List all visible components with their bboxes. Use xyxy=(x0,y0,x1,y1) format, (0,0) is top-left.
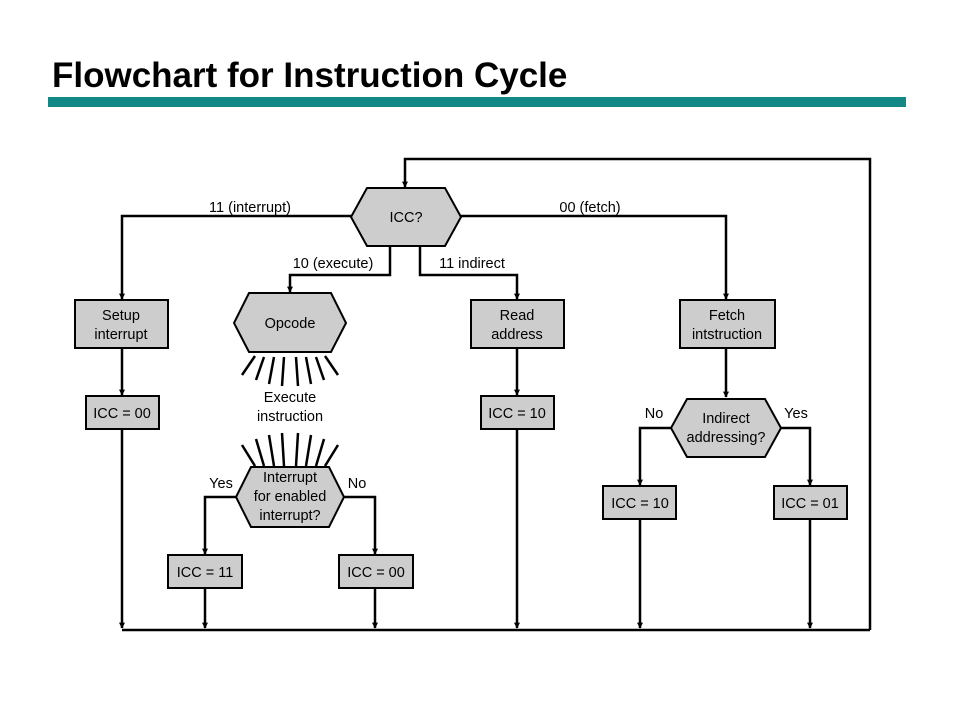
interrupt-check-rays xyxy=(240,432,340,467)
icc-10-right-box: ICC = 10 xyxy=(602,485,677,520)
branch-label-interrupt: 11 (interrupt) xyxy=(209,200,291,216)
opcode-box: Opcode xyxy=(232,292,348,353)
opcode-label: Opcode xyxy=(265,316,316,332)
read-address-box: Read address xyxy=(470,299,565,349)
icc-10-right-label: ICC = 10 xyxy=(611,496,669,512)
icc-00-left-box: ICC = 00 xyxy=(85,395,160,430)
indirect-no-arrow xyxy=(637,426,672,486)
execute-instruction-line-1: Execute xyxy=(264,390,316,406)
interrupt-check-line-2: for enabled xyxy=(254,489,327,505)
fetch-instruction-box: Fetch intstruction xyxy=(679,299,776,349)
read-address-line-1: Read xyxy=(500,308,535,324)
connectors xyxy=(119,157,872,632)
interrupt-check-line-3: interrupt? xyxy=(259,508,320,524)
icc-00-mid-box: ICC = 00 xyxy=(338,554,414,589)
icc-10-read-box: ICC = 10 xyxy=(480,395,555,430)
interrupt-no-arrow xyxy=(344,495,378,555)
branch-label-fetch: 00 (fetch) xyxy=(559,200,620,216)
icc-11-box: ICC = 11 xyxy=(167,554,243,589)
branch-label-execute: 10 (execute) xyxy=(293,256,374,272)
loop-back-arrow xyxy=(402,157,872,630)
icc-01-label: ICC = 01 xyxy=(781,496,839,512)
opcode-rays xyxy=(240,355,340,387)
execute-instruction-line-2: instruction xyxy=(257,409,323,425)
title-underline xyxy=(48,97,906,107)
setup-interrupt-line-1: Setup xyxy=(102,308,140,324)
icc-11-label: ICC = 11 xyxy=(177,565,234,581)
icc-decision: ICC? xyxy=(349,187,463,247)
execute-branch-arrow xyxy=(287,246,392,293)
icc-00-left-label: ICC = 00 xyxy=(93,406,151,422)
icc-10-read-label: ICC = 10 xyxy=(488,406,546,422)
icc-00-mid-label: ICC = 00 xyxy=(347,565,405,581)
icc-01-box: ICC = 01 xyxy=(773,485,848,520)
fetch-instruction-line-1: Fetch xyxy=(709,308,745,324)
icc-decision-label: ICC? xyxy=(389,210,422,226)
setup-interrupt-box: Setup interrupt xyxy=(74,299,169,349)
indirect-check-no-label: No xyxy=(645,406,664,422)
interrupt-branch-arrow xyxy=(119,214,353,300)
indirect-check-yes-label: Yes xyxy=(784,406,808,422)
interrupt-yes-arrow xyxy=(202,495,236,555)
slide-title: Flowchart for Instruction Cycle xyxy=(52,56,568,95)
interrupt-check-yes-label: Yes xyxy=(209,476,233,492)
indirect-yes-arrow xyxy=(780,426,813,486)
indirect-check-decision: Indirect addressing? xyxy=(669,398,783,458)
indirect-check-line-1: Indirect xyxy=(702,411,750,427)
interrupt-check-no-label: No xyxy=(348,476,367,492)
indirect-branch-arrow xyxy=(418,246,520,300)
indirect-check-line-2: addressing? xyxy=(687,430,766,446)
read-address-line-2: address xyxy=(491,327,543,343)
interrupt-check-line-1: Interrupt xyxy=(263,470,317,486)
fetch-instruction-line-2: intstruction xyxy=(692,327,762,343)
branch-label-indirect: 11 indirect xyxy=(439,256,505,272)
interrupt-check-decision: Interrupt for enabled interrupt? xyxy=(234,466,346,528)
fetch-branch-arrow xyxy=(455,214,729,300)
setup-interrupt-line-2: interrupt xyxy=(94,327,147,343)
